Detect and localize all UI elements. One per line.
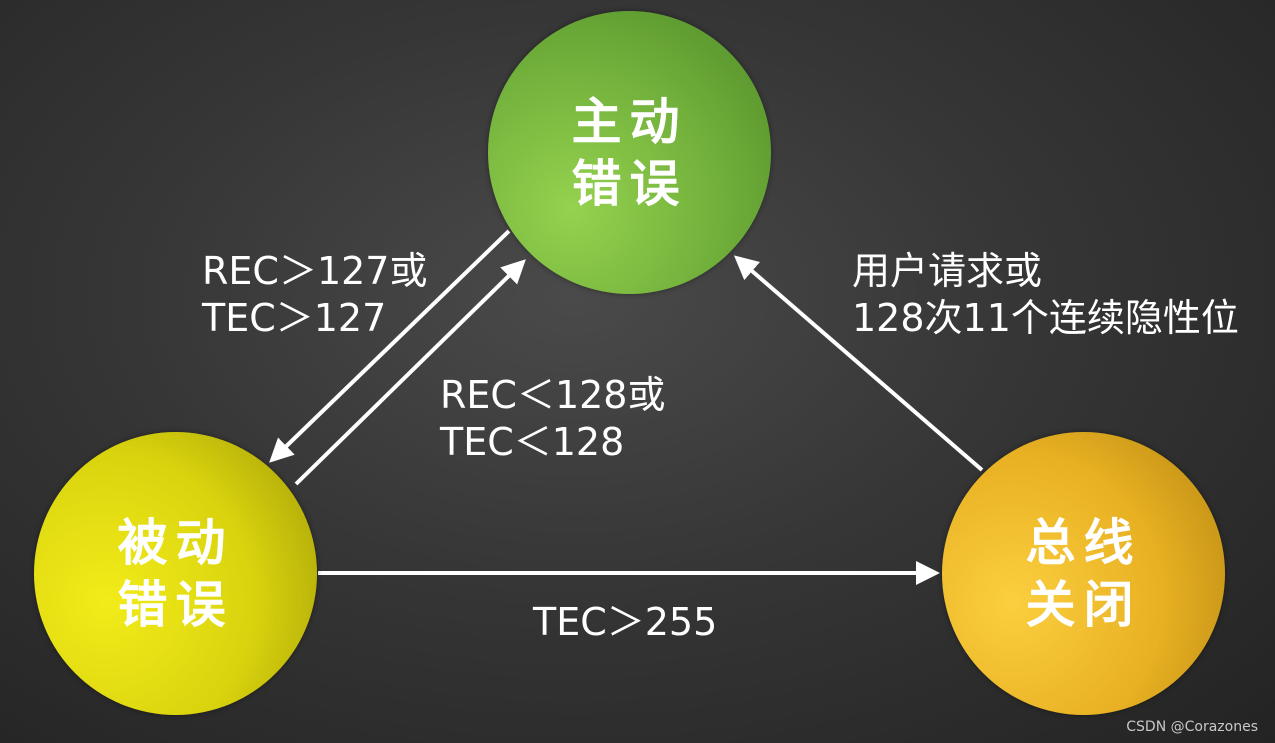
label-active-to-passive: REC＞127或 TEC＞127 bbox=[202, 248, 427, 342]
node-bus-off-line1: 总线 bbox=[1025, 513, 1142, 572]
arrow-busoff-to-active bbox=[733, 255, 984, 472]
label-passive-to-busoff-line1: TEC＞255 bbox=[533, 600, 718, 644]
arrow-passive-to-active bbox=[294, 259, 526, 486]
label-passive-to-active-line2: TEC＜128 bbox=[440, 420, 625, 464]
label-busoff-to-active: 用户请求或 128次11个连续隐性位 bbox=[852, 248, 1239, 342]
node-error-active-line2: 错误 bbox=[571, 154, 688, 213]
label-active-to-passive-line2: TEC＞127 bbox=[202, 296, 387, 340]
node-error-passive-line2: 错误 bbox=[117, 575, 234, 634]
arrow-active-to-passive bbox=[269, 229, 511, 463]
node-error-passive: 被动 错误 bbox=[34, 432, 317, 715]
node-error-active-line1: 主动 bbox=[571, 92, 688, 151]
label-busoff-to-active-line1: 用户请求或 bbox=[852, 249, 1043, 293]
watermark: CSDN @Corazones bbox=[1126, 719, 1258, 735]
node-bus-off-line2: 关闭 bbox=[1025, 575, 1142, 634]
node-error-active: 主动 错误 bbox=[488, 11, 771, 294]
label-passive-to-busoff: TEC＞255 bbox=[533, 599, 717, 646]
node-bus-off: 总线 关闭 bbox=[942, 432, 1225, 715]
label-passive-to-active-line1: REC＜128或 bbox=[440, 373, 666, 417]
node-error-passive-line1: 被动 bbox=[117, 513, 234, 572]
label-passive-to-active: REC＜128或 TEC＜128 bbox=[440, 372, 665, 466]
label-active-to-passive-line1: REC＞127或 bbox=[202, 249, 428, 293]
label-busoff-to-active-line2: 128次11个连续隐性位 bbox=[852, 296, 1239, 340]
